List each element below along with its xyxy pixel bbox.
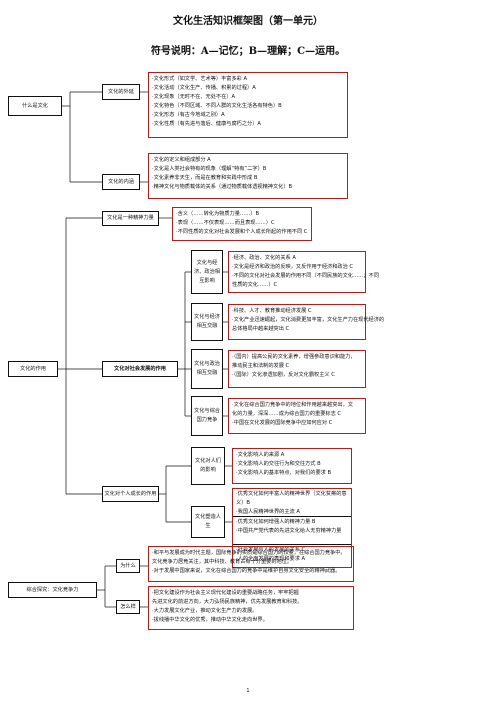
content-line: ·文化影响人的来源 A: [236, 452, 285, 458]
content-culture-national-power: ·文化在综合国力竞争中的地位和作用越来越突出，文 化的力量，深深……成为综合国力…: [228, 398, 366, 434]
node-label: 文化塑造人生: [195, 514, 221, 529]
node-label: 文化的内涵: [108, 178, 134, 185]
content-line: 推动民主和法制的发展 C: [232, 363, 290, 369]
node-culture-connotation: 文化的内涵: [102, 174, 140, 190]
content-culture-economy-politics: ·经济、政治、文化的关系 A ·文化是经济和政治的反映，又反作用于经济和政治 C…: [228, 251, 379, 293]
content-line: ·优秀文化如何丰富人的精神世界（文化贫瘠的意: [236, 491, 347, 497]
node-how: 怎么样: [116, 600, 140, 614]
content-line: ·科技、人才、教育推动经济发展 C: [232, 308, 312, 314]
content-line: ·文化素养非天生，而是在教育和实践中形成 B: [152, 175, 258, 181]
content-line: ·不同性质的文化对社会发展和个人成长所起的作用不同 C: [176, 229, 308, 235]
content-line: ·表现（……不仅表现……而且表现……）C: [176, 220, 275, 226]
content-culture-connotation: ·文化的定义和组成部分 A ·文化是人类社会特有的现象（理解“特有”二字）B ·…: [148, 153, 348, 199]
content-culture-extension: ·文化形式（如文学、艺术等）丰富多彩 A ·文化活动（文化生产、传播、积累的过程…: [148, 72, 348, 138]
node-culture-social-development: 文化对社会发展的作用: [102, 361, 178, 377]
content-line: ·（国际）文化渗透加剧，反对文化霸权主义 C: [232, 372, 335, 378]
content-line: 性质的文化……）C: [232, 282, 278, 288]
node-label: 文化与经济相互交融: [194, 314, 220, 329]
node-role-of-culture: 文化的作用: [8, 361, 58, 377]
content-line: ·中国在文化发展的国际竞争中应如何应对 C: [232, 420, 333, 426]
content-line: ·文化影响人的交往行为和交往方式 B: [236, 461, 321, 467]
content-line: ·不同的文化对社会发展的作用不同（不同民族的文化……；不同: [232, 273, 379, 279]
node-label: 文化的外延: [108, 88, 134, 95]
content-line: ·文化产业迅速崛起，文化消费更加丰富，文化生产力在现代经济的: [232, 317, 385, 323]
node-label: 什么是文化: [22, 102, 48, 109]
content-line: ·文化现象（无时不在、无处不在）A: [152, 94, 236, 100]
symbol-legend: 符号说明：A—记忆；B—理解；C—运用。: [150, 46, 346, 57]
node-spiritual-force: 文化是一种精神力量: [102, 211, 159, 226]
node-culture-shapes-life: 文化塑造人生: [191, 506, 225, 538]
node-label: 文化是一种精神力量: [107, 215, 154, 221]
node-culture-national-power: 文化与综合国力竞争: [191, 396, 223, 436]
content-line: ·文化形式（如文学、艺术等）丰富多彩 A: [152, 76, 248, 82]
node-culture-politics: 文化与政治相互交融: [191, 349, 223, 389]
content-line: ·文化在综合国力竞争中的地位和作用越来越突出，文: [232, 402, 353, 408]
node-cultural-competitiveness: 综合探究：文化竞争力: [8, 582, 97, 598]
content-line: ·我国人民精神世界的主流 A: [236, 509, 300, 515]
node-culture-economy: 文化与经济相互交融: [191, 303, 223, 341]
content-line: ·大力发展文化产业，推动文化生产力的发展。: [152, 608, 258, 614]
content-line: ·文化影响人的基本特点、对我们的要求 B: [236, 470, 332, 476]
content-line: ·对于发展中国家来说，文化在综合国力的竞争中是维护自身文化安全的精神武器。: [152, 568, 341, 574]
node-culture-personal-growth: 文化对个人成长的作用: [102, 486, 159, 502]
content-line: ·含义（……转化为物质力量……）B: [176, 211, 260, 217]
node-label: 文化对人们的影响: [195, 458, 221, 473]
content-line: ·文化是人类社会特有的现象（理解“特有”二字）B: [152, 166, 267, 172]
content-line: ·精神文化与物质载体的关系（通过物质载体透视精神文化）B: [152, 184, 293, 190]
page-number: 1: [246, 688, 250, 694]
content-line: ·把文化建设作为社会主义现代化建设的重要战略任务，牢牢把握: [152, 590, 299, 596]
content-culture-economy: ·科技、人才、教育推动经济发展 C ·文化产业迅速崛起，文化消费更加丰富，文化生…: [228, 304, 385, 340]
node-label: 怎么样: [120, 603, 136, 610]
content-culture-influence-people: ·文化影响人的来源 A ·文化影响人的交往行为和交往方式 B ·文化影响人的基本…: [232, 448, 352, 484]
node-label: 为什么: [120, 562, 136, 569]
node-label: 文化对社会发展的作用: [114, 365, 166, 372]
content-culture-politics: ·（国内）提高公民的文化素养，增强参政意识和能力， 推动民主和法制的发展 C ·…: [228, 350, 366, 388]
content-line: ·（国内）提高公民的文化素养，增强参政意识和能力，: [232, 354, 356, 360]
content-how: ·把文化建设作为社会主义现代化建设的重要战略任务，牢牢把握 先进文化的前进方向，…: [148, 586, 354, 630]
node-culture-influence-people: 文化对人们的影响: [191, 447, 225, 485]
content-line: ·拔线播中华文化的优秀，推动中华文化走向世界。: [152, 617, 268, 623]
content-line: ·经济、政治、文化的关系 A: [232, 255, 296, 261]
content-line: 先进文化的前进方向，大力弘扬民族精神，优先发展教育和科技。: [152, 599, 303, 605]
node-label: 文化与经济、政治相互影响: [194, 259, 220, 284]
node-culture-extension: 文化的外延: [102, 84, 140, 100]
content-line: ·文化是经济和政治的反映，又反作用于经济和政治 C: [232, 264, 354, 270]
content-line: 化的力量，深深……成为综合国力的重要标志 C: [232, 411, 342, 417]
content-line: ·优秀文化如何增强人的精神力量 B: [236, 519, 316, 525]
node-why: 为什么: [116, 559, 140, 573]
content-group: ·优秀文化如何增强人的精神力量 B ·中国共产党代表的先进文化给人无穷精神力量: [233, 517, 351, 545]
content-line: ·文化活动（文化生产、传播、积累的过程）A: [152, 85, 256, 91]
content-spiritual-force: ·含义（……转化为物质力量……）B ·表现（……不仅表现……而且表现……）C ·…: [172, 207, 312, 241]
content-line: ·文化形态（有古今地域之别）A: [152, 112, 225, 118]
node-label: 文化与综合国力竞争: [194, 408, 220, 423]
content-why: ·和平与发展成为时代主题，国际竞争的实质是综合国力的较量，在综合国力竞争中， 文…: [148, 546, 354, 582]
content-culture-shapes-life: ·优秀文化如何丰富人的精神世界（文化贫瘠的意 义）B ·我国人民精神世界的主流 …: [232, 488, 352, 568]
content-group: ·优秀文化如何丰富人的精神世界（文化贫瘠的意 义）B ·我国人民精神世界的主流 …: [233, 489, 351, 517]
content-group: ·社会发展与人的发展的关系 C ·人的全面发展的表现和要求 A: [233, 545, 351, 565]
content-line: ·中国共产党代表的先进文化给人无穷精神力量: [236, 528, 342, 534]
content-line: 文化竞争力居竞关注，其中科技、教育占有十分重要的地位。: [152, 559, 293, 565]
content-line: ·文化性质（有先进与落后、健康与腐朽之分）A: [152, 121, 261, 127]
content-line: 义）B: [236, 500, 250, 506]
node-label: 文化的作用: [20, 365, 46, 372]
content-line: 总体格局中越来越突出 C: [232, 326, 290, 332]
node-label: 文化对个人成长的作用: [104, 490, 157, 497]
node-label: 文化与政治相互交融: [194, 361, 220, 376]
content-line: ·和平与发展成为时代主题，国际竞争的实质是综合国力的较量，在综合国力竞争中，: [152, 550, 346, 556]
node-what-is-culture: 什么是文化: [8, 96, 62, 116]
content-line: ·文化特色（不同区域、不同人群的文化生活各有特色）B: [152, 103, 282, 109]
node-culture-economy-politics: 文化与经济、政治相互影响: [191, 250, 223, 294]
content-line: ·文化的定义和组成部分 A: [152, 157, 211, 163]
content-line: ·社会发展与人的发展的关系 C: [236, 547, 306, 553]
content-line: ·人的全面发展的表现和要求 A: [236, 556, 306, 562]
node-label: 综合探究：文化竞争力: [26, 586, 79, 593]
page-title: 文化生活知识框架图（第一单元）: [173, 16, 323, 27]
